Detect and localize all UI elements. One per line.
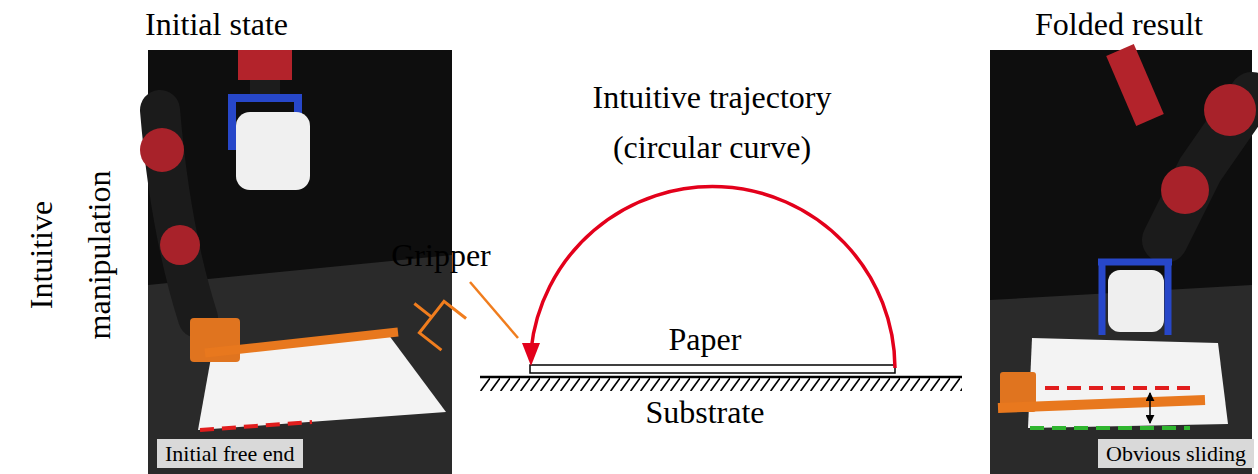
caption-tag: Obvious sliding bbox=[1098, 439, 1254, 468]
tag-text: Obvious sliding bbox=[1106, 440, 1246, 467]
gripper-leader bbox=[470, 282, 518, 338]
tag-text: Initial free end bbox=[165, 440, 295, 467]
robot-joint bbox=[160, 225, 200, 265]
paper-sheet bbox=[1028, 338, 1228, 428]
gripper-bar bbox=[205, 332, 398, 353]
initial-end-line bbox=[1045, 386, 1190, 390]
part-label: Gripper bbox=[391, 236, 491, 274]
caption-tag: Initial free end bbox=[157, 439, 303, 468]
robot-wrist bbox=[238, 50, 292, 80]
part-label: Paper bbox=[669, 320, 742, 358]
substrate-line bbox=[480, 376, 962, 379]
roller bbox=[236, 112, 310, 190]
robot-joint bbox=[140, 128, 184, 172]
sliding-arrow bbox=[1149, 393, 1151, 423]
row-label: Intuitive manipulation bbox=[12, 140, 128, 370]
paper-rect bbox=[530, 365, 895, 373]
substrate-hatching bbox=[480, 378, 962, 391]
roller-bracket bbox=[1098, 262, 1172, 335]
gripper-symbol bbox=[402, 288, 466, 350]
panel-heading: Folded result bbox=[985, 0, 1253, 46]
final-end-line bbox=[1030, 426, 1190, 430]
trajectory-arrowhead bbox=[522, 343, 540, 366]
trajectory-label: Intuitive trajectory (circular curve) bbox=[547, 72, 877, 172]
robot-arm-upper bbox=[1120, 50, 1150, 120]
roller bbox=[1108, 270, 1164, 332]
robot-joint bbox=[1161, 166, 1209, 214]
gripper-bar bbox=[998, 400, 1205, 408]
photo-panel: Folded resultObvious sliding bbox=[985, 0, 1253, 474]
free-end-line bbox=[200, 422, 312, 430]
panel-heading: Initial state bbox=[145, 0, 455, 46]
schematic bbox=[402, 187, 962, 391]
robot-flange bbox=[250, 80, 280, 94]
part-label: Substrate bbox=[645, 393, 764, 431]
gripper-jaws bbox=[402, 288, 466, 350]
photo-folded bbox=[990, 50, 1256, 474]
trajectory-arc bbox=[531, 187, 895, 368]
robot-joint bbox=[1204, 84, 1256, 136]
